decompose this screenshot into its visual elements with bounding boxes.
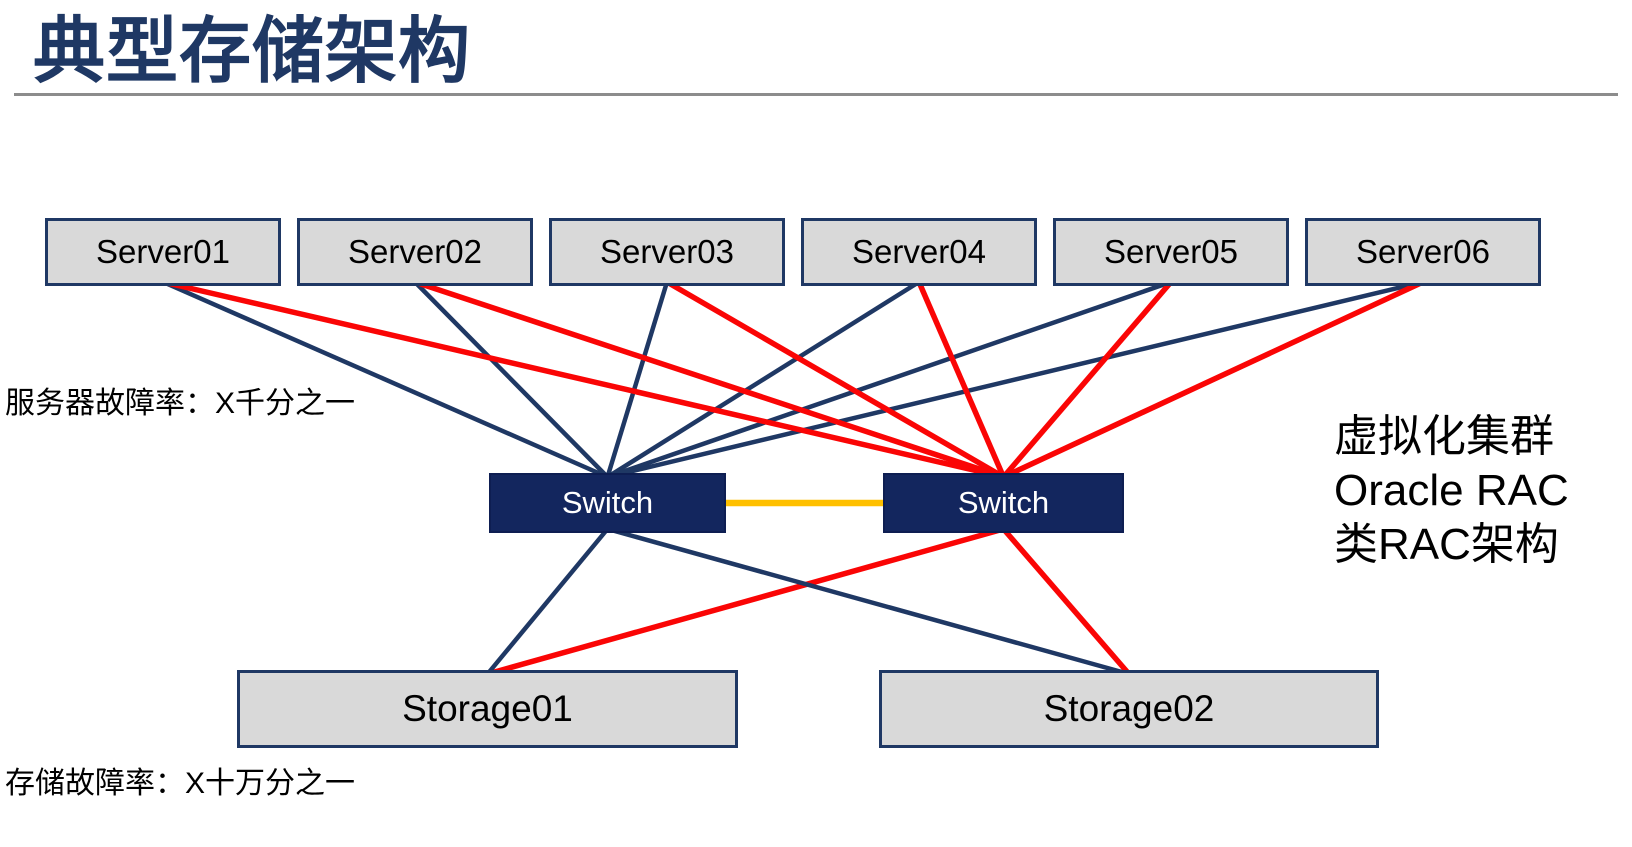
side-note: 虚拟化集群 Oracle RAC 类RAC架构 bbox=[1334, 410, 1569, 572]
server-failure-rate-caption: 服务器故障率：X千分之一 bbox=[5, 387, 356, 420]
server-box-6: Server06 bbox=[1305, 218, 1541, 286]
link-switch-right-to-storage-1 bbox=[486, 526, 1005, 677]
switch-box-left: Switch bbox=[489, 473, 726, 533]
title-divider bbox=[14, 93, 1618, 96]
link-server-5-to-switch-left bbox=[606, 279, 1172, 480]
link-server-6-to-switch-right bbox=[1002, 279, 1425, 480]
link-server-1-to-switch-right bbox=[162, 279, 1005, 480]
link-server-1-to-switch-left bbox=[162, 279, 609, 480]
link-server-4-to-switch-right bbox=[916, 280, 1007, 479]
link-server-2-to-switch-left bbox=[413, 280, 610, 479]
link-server-4-to-switch-left bbox=[606, 280, 921, 479]
side-note-line-3: 类RAC架构 bbox=[1334, 520, 1559, 569]
link-server-5-to-switch-right bbox=[1001, 280, 1174, 479]
storage-failure-rate-caption: 存储故障率：X十万分之一 bbox=[5, 767, 356, 800]
link-switch-left-to-storage-1 bbox=[485, 527, 610, 676]
slide-title: 典型存储架构 bbox=[33, 12, 472, 92]
link-server-6-to-switch-left bbox=[606, 279, 1424, 480]
server-box-3: Server03 bbox=[549, 218, 785, 286]
storage-box-2: Storage02 bbox=[879, 670, 1379, 748]
link-server-3-to-switch-right bbox=[665, 279, 1005, 480]
server-box-1: Server01 bbox=[45, 218, 281, 286]
server-box-5: Server05 bbox=[1053, 218, 1289, 286]
link-server-3-to-switch-left bbox=[605, 281, 670, 478]
switch-box-right: Switch bbox=[883, 473, 1124, 533]
side-note-line-2: Oracle RAC bbox=[1334, 466, 1569, 515]
link-server-2-to-switch-right bbox=[414, 279, 1005, 480]
side-note-line-1: 虚拟化集群 bbox=[1334, 412, 1554, 461]
link-switch-right-to-storage-2 bbox=[1001, 527, 1132, 676]
server-box-2: Server02 bbox=[297, 218, 533, 286]
server-box-4: Server04 bbox=[801, 218, 1037, 286]
link-switch-left-to-storage-2 bbox=[606, 526, 1130, 677]
storage-box-1: Storage01 bbox=[237, 670, 738, 748]
